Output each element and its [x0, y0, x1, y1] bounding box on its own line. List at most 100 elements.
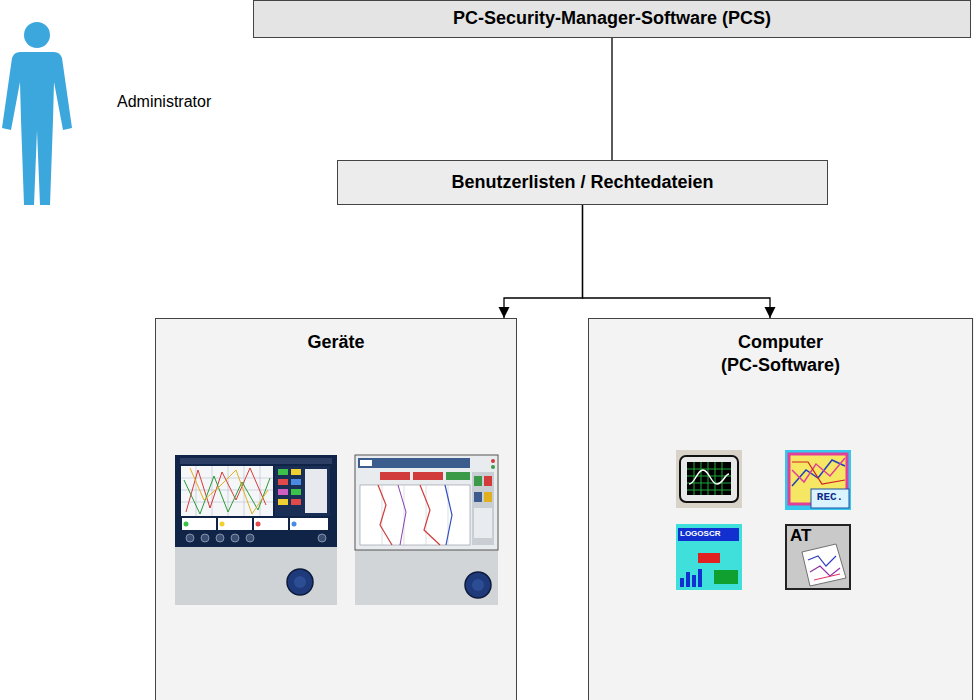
software-icon	[698, 569, 702, 587]
software-icon	[676, 524, 742, 590]
device-recorder	[275, 466, 330, 516]
icon-text: LOGOSCR	[680, 529, 720, 538]
software-icon	[678, 528, 739, 541]
device-recorder	[404, 485, 405, 545]
actor-label: Administrator	[117, 93, 211, 111]
device-recorder	[398, 485, 406, 545]
device-recorder	[186, 534, 326, 542]
software-box: PC-Security-Manager-Software (PCS)	[253, 0, 971, 38]
device-recorder	[484, 476, 492, 486]
device-recorder	[278, 469, 288, 475]
device-recorder	[474, 476, 482, 486]
device-recorder	[181, 466, 273, 516]
device-group-box: Geräte	[155, 318, 517, 700]
device-recorder	[228, 466, 229, 516]
software-icon	[792, 460, 845, 486]
software-icon	[686, 572, 690, 587]
device-recorder	[216, 534, 224, 542]
software-icon	[808, 556, 836, 566]
device-recorder	[474, 492, 482, 502]
device-recorder	[254, 518, 288, 530]
device-recorder	[358, 458, 470, 468]
device-recorder	[413, 472, 443, 480]
icon-text: AT	[790, 526, 811, 546]
connector	[583, 205, 771, 318]
software-icon	[786, 525, 850, 589]
software-icon	[810, 566, 840, 576]
device-recorder	[181, 466, 273, 516]
device-recorder	[175, 455, 337, 605]
device-recorder	[355, 455, 498, 605]
device-recorder	[184, 522, 189, 527]
device-recorder	[291, 489, 301, 495]
software-icon	[687, 490, 731, 491]
software-icon	[802, 544, 846, 586]
connector	[611, 38, 612, 160]
device-recorder	[472, 472, 494, 545]
device-recorder	[278, 479, 288, 485]
software-icon	[687, 483, 731, 484]
device-recorder	[445, 485, 452, 545]
device-recorder	[380, 472, 410, 480]
device-recorder	[360, 485, 470, 545]
administrator-figure	[2, 22, 72, 205]
device-recorder	[355, 455, 498, 605]
software-icon	[687, 462, 731, 495]
device-recorder	[287, 569, 313, 595]
device-recorder	[382, 485, 448, 545]
software-icon	[689, 470, 729, 484]
box-label: Geräte	[307, 331, 364, 354]
device-recorder	[294, 576, 306, 588]
device-recorder	[218, 518, 252, 530]
device-recorder	[231, 534, 239, 542]
device-recorder	[278, 489, 288, 495]
device-recorder	[420, 485, 440, 545]
software-icon	[786, 525, 850, 589]
box-label: Benutzerlisten / Rechtedateien	[451, 171, 713, 194]
software-icon	[676, 450, 742, 508]
device-recorder	[465, 572, 491, 598]
device-recorder	[491, 465, 495, 469]
device-recorder	[220, 522, 225, 527]
device-recorder	[290, 518, 328, 530]
device-recorder	[291, 499, 301, 505]
file-box: Benutzerlisten / Rechtedateien	[337, 160, 828, 205]
device-recorder	[474, 508, 492, 538]
device-recorder	[446, 472, 470, 480]
device-recorder	[278, 499, 288, 505]
box-label: PC-Security-Manager-Software (PCS)	[453, 7, 771, 30]
computer-group-box: Computer (PC-Software)	[588, 318, 973, 700]
panel-ground	[588, 318, 974, 700]
device-recorder	[196, 466, 197, 516]
device-recorder	[201, 534, 209, 542]
software-icon	[785, 450, 851, 510]
device-recorder	[186, 534, 194, 542]
software-icon	[676, 450, 742, 508]
device-recorder	[175, 455, 337, 605]
device-recorder	[318, 534, 326, 542]
device-recorder	[305, 469, 327, 513]
software-icon	[792, 462, 845, 484]
device-recorder	[291, 479, 301, 485]
device-recorder	[180, 458, 332, 464]
software-icon	[698, 553, 720, 563]
software-icon	[687, 462, 731, 495]
connector	[504, 205, 583, 318]
software-icon	[714, 570, 738, 584]
device-recorder	[212, 466, 213, 516]
device-recorder	[426, 485, 427, 545]
device-recorder	[292, 522, 297, 527]
icon-text: REC.	[811, 491, 849, 504]
device-recorder	[246, 534, 254, 542]
device-recorder	[291, 469, 301, 475]
device-recorder	[484, 492, 492, 502]
panel-ground	[155, 318, 517, 700]
software-icon	[811, 489, 849, 508]
software-icon	[785, 450, 851, 510]
device-recorder	[186, 468, 266, 512]
device-recorder	[256, 522, 261, 527]
device-recorder	[182, 518, 216, 530]
software-icon	[814, 574, 840, 580]
software-icon	[687, 469, 731, 470]
